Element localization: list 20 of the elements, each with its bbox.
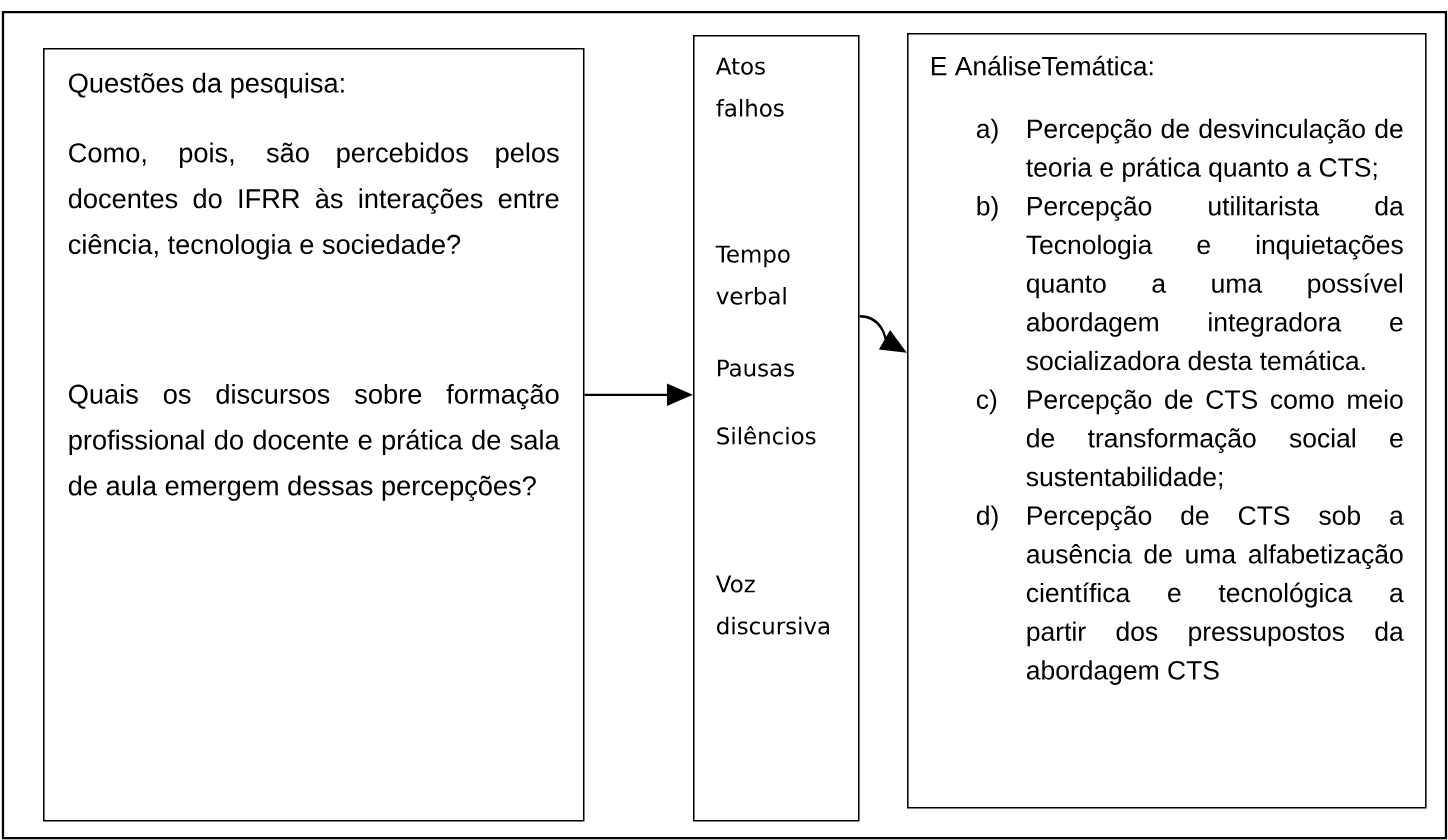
category-label: Tempo verbal [715, 245, 790, 305]
heading-text: E AnáliseTemática: [931, 55, 1153, 76]
list-marker: c) [976, 389, 997, 415]
list-item-text: Percepção utilitarista da Tecnologia e inquietações quanto a uma possível abordagem integradora e socializadora desta temática. [1026, 196, 1404, 371]
list-item-text: Percepção de CTS sob a ausência de uma alfabetização científica e tecnológica a partir dos pressupostos da abordagem CTS [1026, 505, 1404, 685]
category-box [693, 35, 860, 822]
category-label: Atos falhos [715, 57, 784, 117]
question-box [43, 48, 585, 822]
question-text: Quais os discursos sobre formação profissional do docente e prática de sala de aula emergem dessas percepções? [68, 383, 560, 501]
list-item-text: Percepção de desvinculação de teoria e prática quanto a CTS; [1026, 118, 1403, 183]
category-label: Voz discursiva [715, 575, 829, 635]
list-item-text: Percepção de CTS como meio de transformação social e sustentabilidade; [1026, 389, 1403, 490]
category-label: Pausas [718, 359, 794, 377]
list-marker: a) [976, 118, 998, 144]
list-marker: b) [977, 196, 998, 221]
question-text: Questões da pesquisa: [69, 72, 344, 99]
list-marker: d) [976, 505, 998, 531]
category-label: Silêncios [717, 426, 816, 445]
question-text: Como, pois, são percebidos pelos docentes do IFRR às interações entre ciência, tecnologia e sociedade? [68, 142, 559, 260]
theme-box [907, 33, 1427, 809]
